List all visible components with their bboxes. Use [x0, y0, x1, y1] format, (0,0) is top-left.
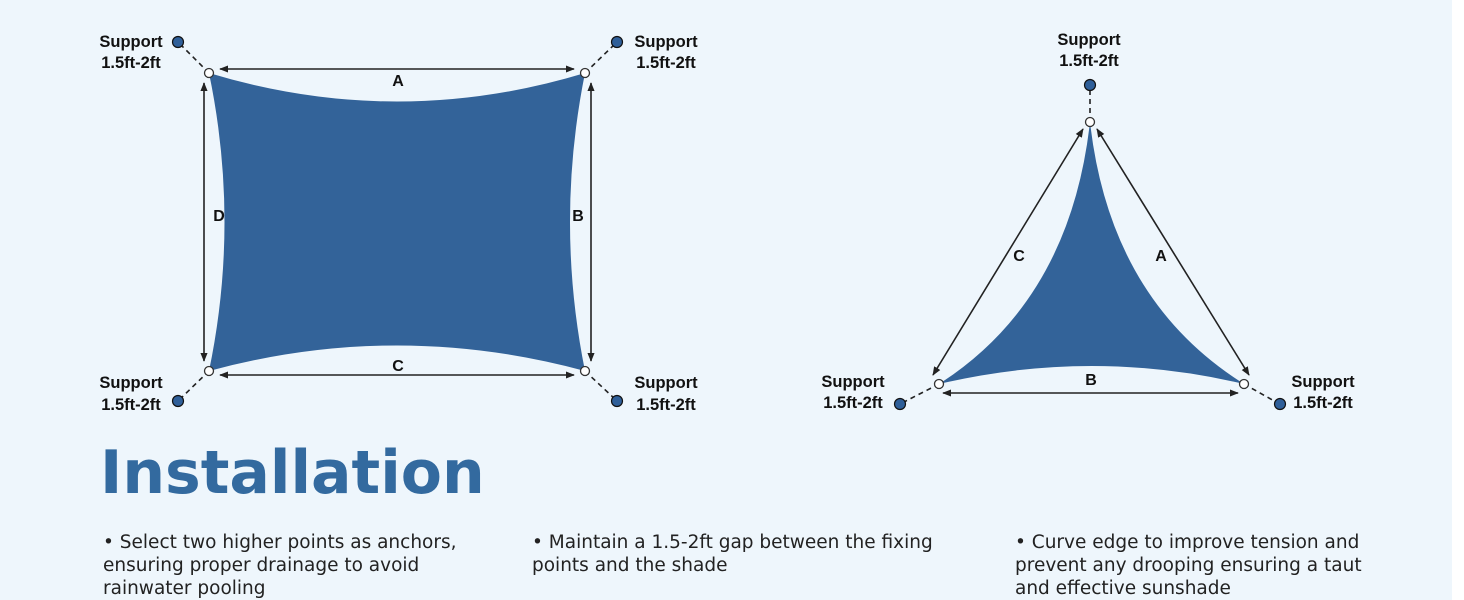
- support-length: 1.5ft-2ft: [101, 396, 161, 414]
- support-label: Support: [99, 374, 163, 392]
- corner-ring: [1238, 378, 1250, 390]
- support-label: Support: [634, 33, 698, 51]
- tie-line: [178, 42, 210, 74]
- edge-label-b: B: [1085, 372, 1097, 389]
- anchor-point: [1273, 397, 1287, 411]
- support-label: Support: [1057, 31, 1121, 49]
- dimension-arrow-a: [1096, 128, 1250, 376]
- anchor-point: [610, 394, 624, 408]
- support-length: 1.5ft-2ft: [636, 54, 696, 72]
- anchor-point: [171, 35, 185, 49]
- tip-line: prevent any drooping ensuring a taut: [1015, 555, 1362, 576]
- anchor-point: [893, 397, 907, 411]
- edge-label-c: C: [392, 358, 404, 375]
- triangle-sail-diagram: A B C Support 1.5ft-2ft Support 1.5ft-2f…: [821, 31, 1355, 412]
- support-label: Support: [821, 373, 885, 391]
- corner-ring: [579, 67, 591, 79]
- corner-ring: [1084, 116, 1096, 128]
- support-length: 1.5ft-2ft: [1293, 394, 1353, 412]
- edge-label-a: A: [1155, 248, 1167, 265]
- tie-line: [584, 42, 617, 74]
- tip-line: rainwater pooling: [103, 578, 266, 599]
- corner-ring: [579, 365, 591, 377]
- tip-line: points and the shade: [532, 555, 728, 576]
- tip-gap: • Maintain a 1.5-2ft gap between the fix…: [532, 531, 933, 577]
- support-label: Support: [99, 33, 163, 51]
- anchor-point: [610, 35, 624, 49]
- support-length: 1.5ft-2ft: [636, 396, 696, 414]
- edge-label-b: B: [572, 208, 584, 225]
- tie-line: [1243, 383, 1277, 403]
- tip-line: and effective sunshade: [1015, 578, 1231, 599]
- tip-line: • Maintain a 1.5-2ft gap between the fix…: [532, 532, 933, 553]
- right-edge-strip: [1452, 0, 1464, 600]
- support-label: Support: [634, 374, 698, 392]
- tip-line: ensuring proper drainage to avoid: [103, 555, 420, 576]
- corner-ring: [933, 378, 945, 390]
- tip-curve-edge: • Curve edge to improve tension and prev…: [1015, 531, 1362, 600]
- support-length: 1.5ft-2ft: [101, 54, 161, 72]
- tie-line: [584, 370, 617, 401]
- anchor-point: [1083, 78, 1097, 92]
- support-length: 1.5ft-2ft: [823, 394, 883, 412]
- triangle-sail-shape: [939, 122, 1244, 384]
- support-length: 1.5ft-2ft: [1059, 52, 1119, 70]
- edge-label-a: A: [392, 73, 404, 90]
- tie-line: [178, 370, 210, 401]
- edge-label-d: D: [213, 208, 225, 225]
- rectangle-sail-diagram: A B C D Support 1.5ft-2ft Support 1.5ft-…: [99, 33, 698, 414]
- tip-line: • Select two higher points as anchors,: [103, 532, 457, 553]
- support-label: Support: [1291, 373, 1355, 391]
- tip-anchors: • Select two higher points as anchors, e…: [103, 531, 457, 600]
- tip-line: • Curve edge to improve tension and: [1015, 532, 1360, 553]
- rectangle-sail-shape: [209, 73, 585, 371]
- edge-label-c: C: [1013, 248, 1025, 265]
- dimension-arrow-c: [932, 128, 1084, 376]
- installation-heading: Installation: [100, 438, 485, 508]
- anchor-point: [171, 394, 185, 408]
- tie-line: [903, 383, 940, 403]
- corner-ring: [203, 67, 215, 79]
- corner-ring: [203, 365, 215, 377]
